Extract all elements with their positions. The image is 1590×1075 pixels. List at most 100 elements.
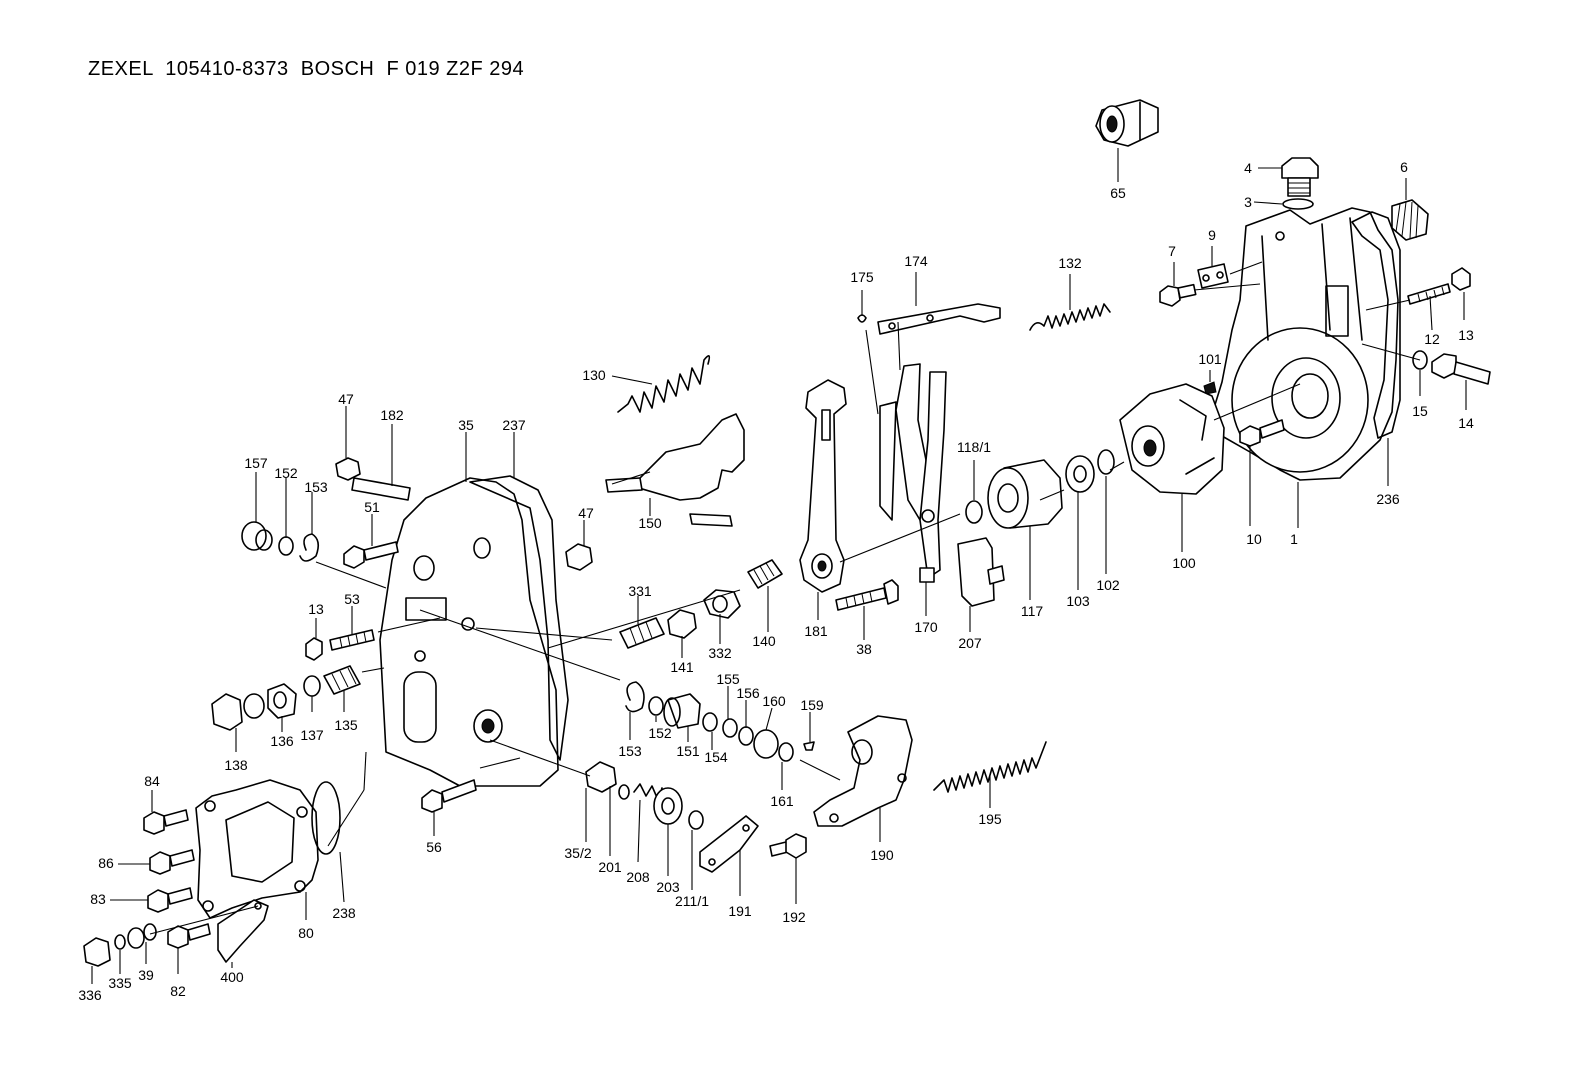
part-56-bolt <box>421 779 477 813</box>
callout-195: 195 <box>978 811 1002 827</box>
callout-13b: 13 <box>308 601 324 617</box>
callout-161: 161 <box>770 793 794 809</box>
callout-84: 84 <box>144 773 160 789</box>
part-84-bolt <box>143 809 189 835</box>
part-15-washer <box>1412 350 1428 370</box>
callout-3: 3 <box>1244 194 1252 210</box>
part-190-bracket <box>813 715 913 827</box>
callout-207: 207 <box>958 635 982 651</box>
part-132-spring <box>1029 303 1111 331</box>
callout-137: 137 <box>300 727 324 743</box>
callout-203: 203 <box>656 879 680 895</box>
part-175-clip <box>857 314 867 323</box>
part-332-nut <box>703 589 741 619</box>
callout-154: 154 <box>704 749 728 765</box>
part-174-bar <box>877 303 1001 335</box>
callout-38: 38 <box>856 641 872 657</box>
part-80-cover <box>195 779 319 919</box>
callout-135: 135 <box>334 717 358 733</box>
callout-101: 101 <box>1198 351 1222 367</box>
callout-132: 132 <box>1058 255 1082 271</box>
callout-159: 159 <box>800 697 824 713</box>
part-14-bolt <box>1431 353 1491 385</box>
callout-332: 332 <box>708 645 732 661</box>
callout-7: 7 <box>1168 243 1176 259</box>
part-191-lever <box>699 815 759 873</box>
part-140-spring <box>747 559 783 589</box>
part-181-lever <box>799 379 847 593</box>
callout-238: 238 <box>332 905 356 921</box>
callout-157: 157 <box>244 455 268 471</box>
part-9-plate <box>1197 263 1229 289</box>
part-154-washer <box>702 712 718 732</box>
part-47-bolt-upper <box>335 457 361 481</box>
callout-4: 4 <box>1244 160 1252 176</box>
callout-208: 208 <box>626 869 650 885</box>
part-152-oring-a <box>278 536 294 556</box>
callout-336: 336 <box>78 987 102 1003</box>
callout-100: 100 <box>1172 555 1196 571</box>
callout-201: 201 <box>598 859 622 875</box>
part-82-bolt <box>167 923 211 949</box>
part-7-bolt <box>1159 283 1197 307</box>
part-195-spring <box>933 741 1047 793</box>
part-141-nut <box>667 609 697 639</box>
callout-102: 102 <box>1096 577 1120 593</box>
callout-56: 56 <box>426 839 442 855</box>
callout-160: 160 <box>762 693 786 709</box>
callout-155: 155 <box>716 671 740 687</box>
part-400-bracket <box>217 899 269 963</box>
part-4-plug <box>1281 157 1319 197</box>
part-118-1-washer <box>965 500 983 524</box>
part-152-oring-b <box>648 696 664 716</box>
part-3-washer <box>1282 198 1314 210</box>
part-159-pin <box>803 741 815 751</box>
callout-12: 12 <box>1424 331 1440 347</box>
part-51-bolt <box>343 541 399 569</box>
part-86-bolt <box>149 849 195 875</box>
callout-117: 117 <box>1021 603 1044 619</box>
callout-153b: 153 <box>618 743 642 759</box>
callout-35: 35 <box>458 417 474 433</box>
callout-140: 140 <box>752 633 776 649</box>
part-237-gasket <box>469 475 569 761</box>
part-117-sleeve <box>987 459 1063 529</box>
part-192-bolt <box>769 833 807 859</box>
page-title: ZEXEL 105410-8373 BOSCH F 019 Z2F 294 <box>88 58 525 80</box>
callout-51: 51 <box>364 499 380 515</box>
callout-192: 192 <box>782 909 806 925</box>
part-136-ring <box>243 693 265 719</box>
callout-211-1: 211/1 <box>675 893 709 909</box>
callout-141: 141 <box>670 659 694 675</box>
callout-236: 236 <box>1376 491 1400 507</box>
part-160-collar <box>753 729 779 759</box>
part-153-circlip-a <box>299 533 320 562</box>
part-100-flyweight <box>1119 383 1225 495</box>
part-65-nut <box>1095 99 1159 147</box>
callout-80: 80 <box>298 925 314 941</box>
part-13-nut <box>1451 267 1471 291</box>
part-39-nut <box>127 923 157 949</box>
callout-103: 103 <box>1066 593 1090 609</box>
callout-118-1: 118/1 <box>957 439 991 455</box>
callout-174: 174 <box>904 253 928 269</box>
part-47-bolt-right <box>565 543 593 571</box>
callout-156: 156 <box>736 685 760 701</box>
callout-136: 136 <box>270 733 294 749</box>
part-170-lever <box>879 363 947 583</box>
callout-152a: 152 <box>274 465 298 481</box>
part-6-plug <box>1391 199 1429 241</box>
callout-181: 181 <box>804 623 828 639</box>
part-161-washer <box>778 742 794 762</box>
part-83-bolt <box>147 887 193 913</box>
part-35-2-fitting <box>585 761 617 793</box>
callout-191: 191 <box>728 903 752 919</box>
part-201-oring <box>618 784 630 800</box>
callout-138: 138 <box>224 757 248 773</box>
part-151-sleeve <box>663 693 701 729</box>
callout-53: 53 <box>344 591 360 607</box>
part-157-plug <box>241 521 273 551</box>
callout-152b: 152 <box>648 725 672 741</box>
callout-400: 400 <box>220 969 244 985</box>
